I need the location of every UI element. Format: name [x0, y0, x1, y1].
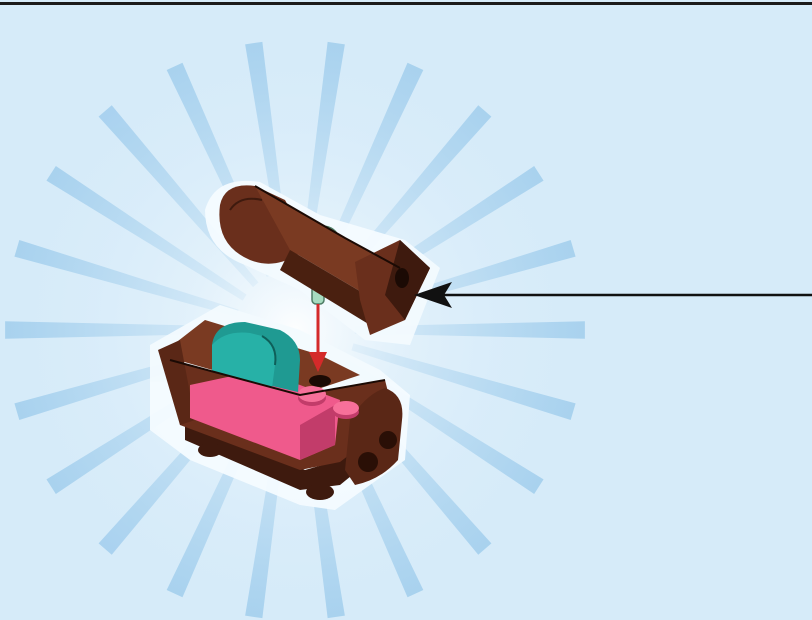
burst-glow: [0, 30, 595, 620]
